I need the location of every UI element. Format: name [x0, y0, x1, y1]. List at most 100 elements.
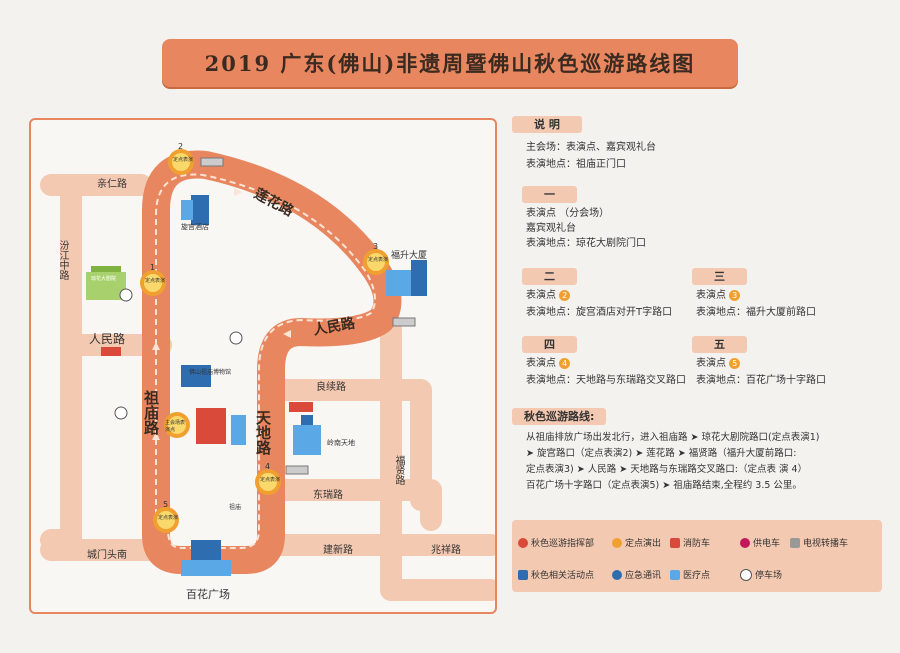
pin-2-text: 定点表演: [173, 157, 194, 163]
legend-five-tag: 五: [692, 336, 747, 353]
pin-3-text: 定点表演: [368, 257, 389, 263]
num-badge-icon: 4: [559, 357, 571, 369]
building-qionghua: [86, 266, 126, 300]
antenna-icon: [612, 569, 622, 580]
tv-truck-icon: [392, 317, 416, 327]
legend-item-fire: 消防车: [670, 536, 710, 549]
pin-3-num: 3: [373, 242, 379, 251]
legend-two-tag: 二: [522, 268, 577, 285]
pin-4-text: 定点表演: [260, 477, 281, 483]
road-label-fuxian: 福贤路: [393, 455, 404, 485]
pin-4[interactable]: [255, 469, 281, 495]
road-label-zhaoxiang: 兆祥路: [431, 545, 461, 556]
parking-icon: [229, 331, 243, 345]
road-lianghua: [270, 379, 432, 511]
legend-item-tv: 电视转播车: [790, 536, 848, 549]
building-lingnan: [293, 415, 321, 455]
road-label-renmin-west: 人民路: [89, 332, 126, 346]
pin-1-num: 1: [150, 263, 156, 272]
legend-four-tag: 四: [522, 336, 577, 353]
legend-route-line1: 从祖庙排放广场出发北行，进入祖庙路 ➤ 琼花大剧院路口(定点表演1): [526, 432, 820, 443]
pin-1-text: 定点表演: [145, 278, 166, 284]
road-label-fenjiang: 汾江中路: [57, 240, 68, 280]
fire-truck-icon: [101, 347, 121, 356]
route-label-zumiao: 祖庙路: [142, 390, 160, 435]
pin-2[interactable]: [168, 149, 194, 175]
pin-main-text: 主会场表演点: [165, 420, 186, 433]
pin-5-num: 5: [163, 500, 169, 509]
tv-truck-icon: [790, 537, 800, 548]
building-xuangong: [181, 195, 209, 225]
legend-four-place: 表演地点：天地路与东瑞路交叉路口: [526, 375, 686, 386]
place-label-museum: 佛山祖庙博物馆: [189, 369, 232, 376]
legend-one-line3: 表演地点：琼花大剧院门口: [526, 238, 646, 249]
legend-route-tag: 秋色巡游路线:: [512, 408, 607, 425]
pin-1[interactable]: [140, 270, 166, 296]
parking-icon: [114, 406, 128, 420]
legend-item-power: 供电车: [740, 536, 780, 549]
legend-one-tag: 一: [522, 186, 577, 203]
legend-three-place: 表演地点：福升大厦前路口: [696, 307, 816, 318]
fire-truck-icon: [670, 537, 680, 548]
legend-three-label: 表演点 3: [696, 288, 741, 304]
place-label-qionghua: 琼花大剧院: [91, 276, 117, 282]
road-label-qinren: 亲仁路: [97, 179, 127, 190]
parking-icon: [119, 288, 133, 302]
road-dongrui: [265, 479, 442, 531]
legend-five-place: 表演地点：百花广场十字路口: [696, 375, 826, 386]
pin-4-num: 4: [265, 462, 271, 471]
place-label-zumiao: 祖庙: [229, 504, 242, 511]
pin-icon: [612, 537, 622, 548]
route-label-tiandi: 天地路: [254, 410, 272, 455]
legend-item-activity: 秋色相关活动点: [518, 568, 594, 581]
legend-one-line2: 嘉宾观礼台: [526, 223, 576, 234]
legend-two-place: 表演地点：旋宫酒店对开T字路口: [526, 307, 673, 318]
route-map: 亲仁路 汾江中路 人民路 良续路 福贤路 东瑞路 建新路 兆祥路 城门头南 莲花…: [29, 118, 497, 614]
pin-5-text: 定点表演: [158, 515, 179, 521]
building-baihua: [181, 540, 231, 576]
legend-item-parking: 停车场: [740, 568, 782, 581]
medical-icon: [670, 569, 680, 580]
power-icon: [740, 537, 750, 548]
legend-item-fixed: 定点演出: [612, 536, 661, 549]
road-network: [40, 174, 495, 601]
legend-three-tag: 三: [692, 268, 747, 285]
legend-five-label: 表演点 5: [696, 356, 741, 372]
road-label-dongrui: 东瑞路: [313, 490, 343, 501]
page-title: 2019 广东(佛山)非遗周暨佛山秋色巡游路线图: [204, 51, 696, 76]
legend-two-label: 表演点 2: [526, 288, 571, 304]
pin-2-num: 2: [178, 142, 184, 151]
tv-truck-icon: [200, 157, 224, 167]
pin-5[interactable]: [153, 507, 179, 533]
num-badge-icon: 5: [729, 357, 741, 369]
legend-intro-tag: 说 明: [512, 116, 582, 133]
building-museum: [181, 365, 211, 387]
legend-route-line4: 百花广场十字路口（定点表演5) ➤ 祖庙路结束,全程约 3.5 公里。: [526, 480, 802, 491]
legend-intro-line2: 表演地点：祖庙正门口: [526, 159, 626, 170]
legend-item-medical: 医疗点: [670, 568, 710, 581]
activity-icon: [518, 569, 528, 580]
legend-intro-line1: 主会场：表演点、嘉宾观礼台: [526, 142, 656, 153]
title-banner: 2019 广东(佛山)非遗周暨佛山秋色巡游路线图: [162, 39, 738, 87]
route-arrows: [152, 188, 291, 440]
building-fusheng: [386, 260, 427, 296]
place-label-baihua: 百花广场: [186, 588, 230, 601]
building-zumiao: [196, 408, 246, 445]
map-canvas: [40, 149, 495, 601]
parking-icon: [740, 568, 752, 581]
route-centerline: [155, 173, 376, 549]
legend-route-line2: ➤ 旋宫路口（定点表演2) ➤ 莲花路 ➤ 福贤路（福升大厦前路口:: [526, 448, 797, 459]
road-label-chengmen: 城门头南: [87, 550, 127, 561]
flag-icon: [518, 537, 528, 548]
legend-route-line3: 定点表演3) ➤ 人民路 ➤ 天地路与东瑞路交叉路口:（定点表 演 4）: [526, 464, 808, 475]
pin-main[interactable]: [164, 412, 190, 438]
pin-3[interactable]: [363, 249, 389, 275]
place-label-fusheng: 福升大厦: [391, 251, 428, 261]
num-badge-icon: 3: [729, 289, 741, 301]
fire-truck-icon: [289, 402, 313, 412]
place-label-xuangong: 旋宫酒店: [181, 223, 209, 231]
legend-one-line1: 表演点 （分会场）: [526, 208, 610, 219]
road-label-jianxin: 建新路: [323, 545, 353, 556]
road-label-lianghua: 良续路: [316, 382, 346, 393]
legend-four-label: 表演点 4: [526, 356, 571, 372]
